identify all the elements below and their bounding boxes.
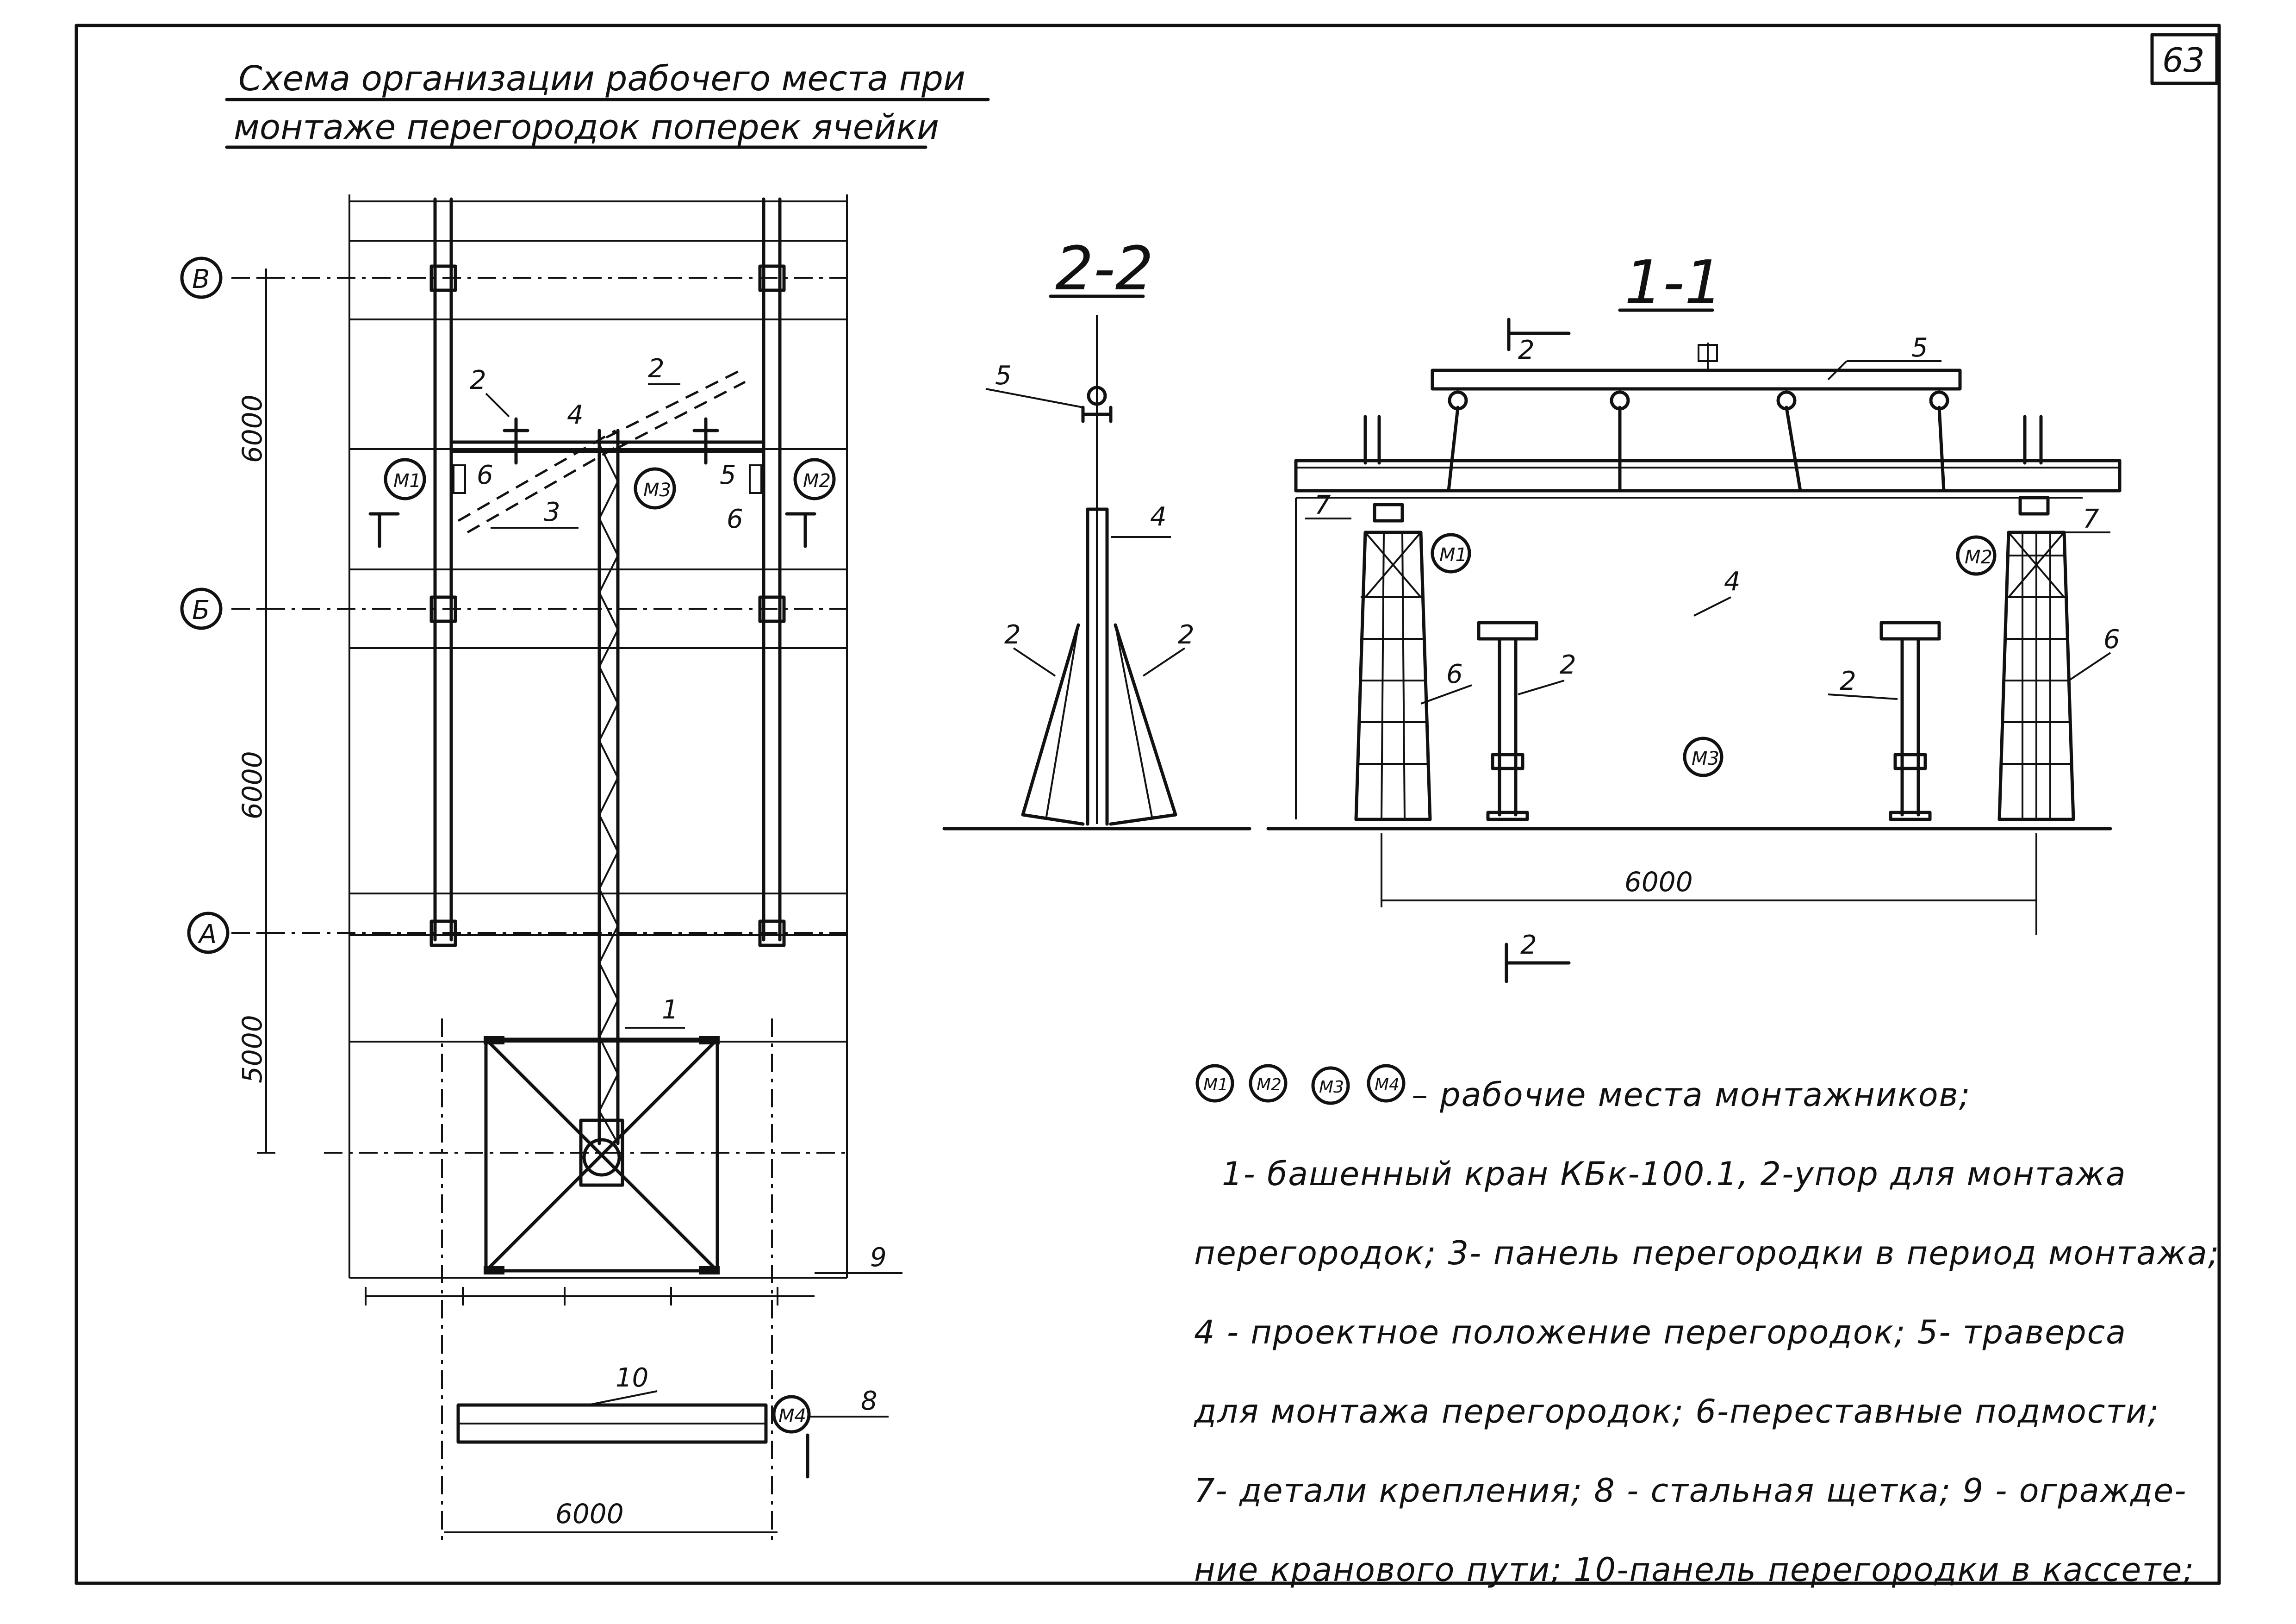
cut-mark-2-top: 2 [1518, 335, 1535, 365]
callout-5-s22: 5 [995, 361, 1012, 391]
axis-b: Б [192, 595, 210, 625]
callout-2-s11-b: 2 [1840, 666, 1856, 696]
legend-line-5: для монтажа перегородок; 6-переставные п… [1194, 1393, 2160, 1430]
sheet-frame: 63 [75, 24, 2221, 1585]
callout-5-plan: 5 [720, 460, 736, 490]
callout-2-s11-a: 2 [1560, 650, 1576, 680]
legend-workplace-symbols: M1 M2 M3 M4 [1195, 1064, 1406, 1105]
callout-6-plan-b: 6 [727, 504, 743, 534]
callout-10: 10 [616, 1363, 648, 1393]
dim-bay-v-b: 6000 [236, 394, 268, 463]
callout-7-s11-a: 7 [1314, 490, 1331, 520]
legend-line-1: – рабочие места монтажников; [1412, 1076, 1971, 1114]
title-line-2: монтаже перегородок поперек ячейки [234, 107, 939, 147]
legend-m1: M1 [1203, 1075, 1228, 1094]
callout-4-s11: 4 [1724, 567, 1741, 597]
axis-v: В [192, 264, 210, 294]
cut-mark-2-bottom: 2 [1520, 930, 1537, 960]
legend-line-6: 7- детали крепления; 8 - стальная щетка;… [1194, 1472, 2187, 1510]
legend-line-4: 4 - проектное положение перегородок; 5- … [1194, 1313, 2127, 1351]
axis-a: А [198, 919, 217, 949]
section-2-2: 2-2 5 4 2 2 [942, 233, 1251, 831]
callout-5-s11: 5 [1911, 333, 1928, 363]
section-1-1-title: 1-1 [1624, 247, 1723, 318]
callout-6-plan-a: 6 [477, 460, 493, 490]
callout-8: 8 [861, 1386, 877, 1416]
callout-3-plan: 3 [544, 497, 560, 527]
title-line-1: Схема организации рабочего места при [238, 59, 965, 99]
callout-1-plan: 1 [662, 995, 678, 1025]
section-2-2-title: 2-2 [1055, 233, 1153, 304]
dim-section-span: 6000 [1624, 866, 1693, 898]
callout-6-s11-b: 6 [2103, 625, 2120, 655]
callout-2-s22-b: 2 [1178, 620, 1195, 650]
callout-4-plan: 4 [567, 400, 584, 430]
legend-line-7: ние кранового пути; 10-панель перегородк… [1194, 1551, 2195, 1589]
legend-line-2: 1- башенный кран КБк-100.1, 2-упор для м… [1222, 1155, 2127, 1193]
callout-2-plan-a: 2 [470, 365, 486, 395]
drawing-title: Схема организации рабочего места при мон… [225, 59, 990, 149]
workplace-m1-section: M1 [1439, 544, 1467, 566]
legend-m3: M3 [1319, 1078, 1344, 1097]
dim-plan-width: 6000 [555, 1498, 624, 1530]
workplace-m2-section: M2 [1965, 547, 1992, 568]
legend: – рабочие места монтажников; 1- башенный… [1194, 1056, 2259, 1610]
legend-m4: M4 [1375, 1075, 1400, 1094]
dim-bay-b-a: 6000 [236, 751, 268, 819]
callout-2-s22-a: 2 [1004, 620, 1021, 650]
workplace-m3-section: M3 [1692, 748, 1719, 769]
legend-line-3: перегородок; 3- панель перегородки в пер… [1194, 1234, 2220, 1272]
workplace-m2-plan: M2 [803, 470, 831, 492]
callout-2-plan-b: 2 [648, 354, 665, 384]
sheet-number: 63 [2162, 41, 2205, 80]
callout-7-s11-b: 7 [2083, 504, 2099, 534]
workplace-m1-plan: M1 [393, 470, 421, 492]
callout-9: 9 [870, 1243, 887, 1273]
legend-m2: M2 [1257, 1075, 1282, 1094]
workplace-m4: M4 [778, 1405, 806, 1427]
dim-crane-zone: 5000 [236, 1015, 268, 1083]
workplace-m3-plan: M3 [643, 480, 671, 501]
section-1-1: 1-1 5 2 [1266, 247, 2122, 983]
callout-4-s22: 4 [1150, 502, 1167, 532]
callout-6-s11-a: 6 [1446, 659, 1463, 689]
plan-view: 9 10 6000 8 M4 6000 6000 5000 В Б А M1 M… [180, 194, 902, 1542]
